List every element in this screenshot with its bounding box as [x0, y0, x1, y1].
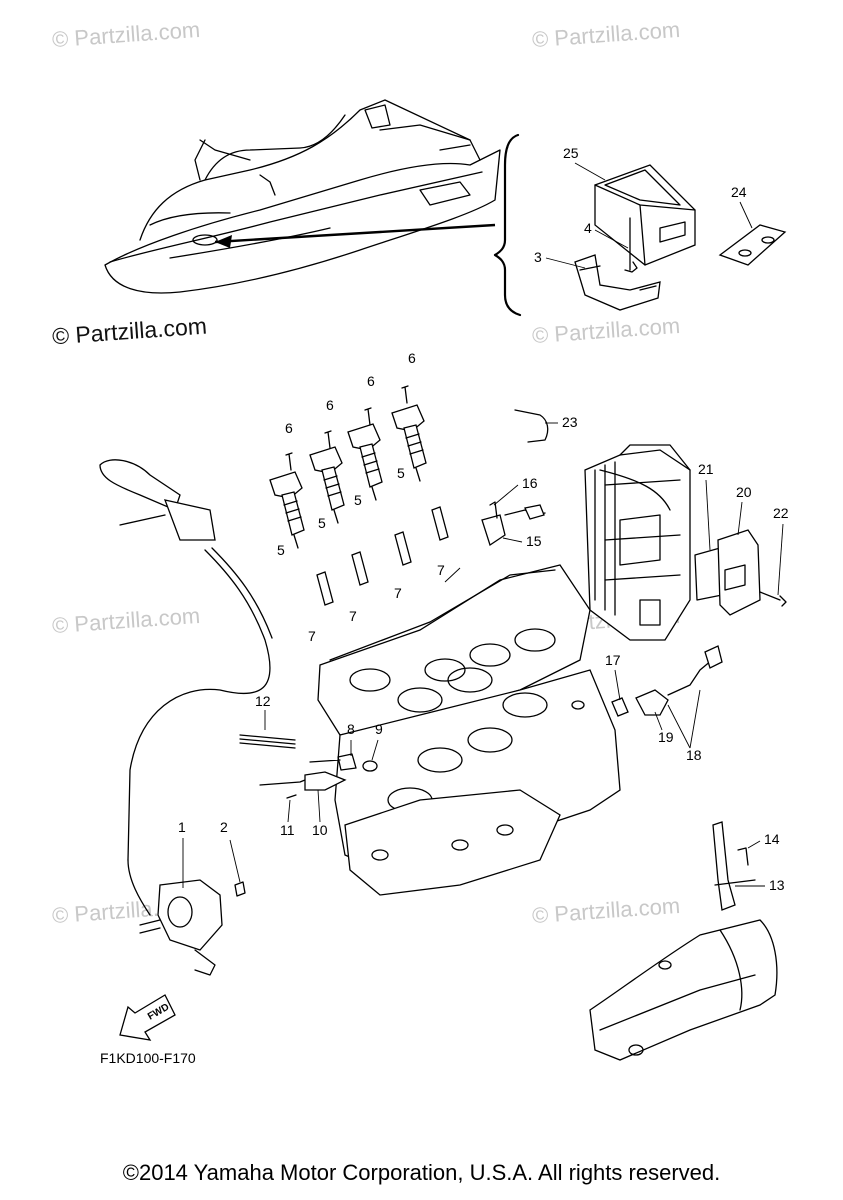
unit-20 [717, 529, 761, 616]
callout-2: 2 [220, 819, 228, 835]
callout-5a: 5 [277, 542, 285, 558]
sensor-13-14 [712, 821, 756, 911]
sensors-8-to-12 [239, 734, 378, 799]
callout-6b: 6 [326, 397, 334, 413]
wire-23 [514, 409, 549, 443]
throttle-body-1 [139, 879, 223, 976]
callout-14: 14 [764, 831, 780, 847]
callout-6d: 6 [408, 350, 416, 366]
callout-17: 17 [605, 652, 621, 668]
callout-4: 4 [584, 220, 592, 236]
ecu-box-assembly [574, 164, 696, 311]
exhaust-manifold [589, 919, 778, 1061]
sensor-17-18-19 [611, 645, 723, 717]
location-arrowhead [215, 235, 232, 248]
callout-10: 10 [312, 822, 328, 838]
callout-24: 24 [731, 184, 747, 200]
callout-15: 15 [526, 533, 542, 549]
callout-6c: 6 [367, 373, 375, 389]
callout-5b: 5 [318, 515, 326, 531]
callout-19: 19 [658, 729, 674, 745]
spark-plugs [316, 506, 449, 606]
engine-control-unit [584, 444, 691, 641]
callout-23: 23 [562, 414, 578, 430]
callout-7a: 7 [308, 628, 316, 644]
group-bracket [493, 133, 522, 317]
callout-5c: 5 [354, 492, 362, 508]
callout-3: 3 [534, 249, 542, 265]
copyright-notice: ©2014 Yamaha Motor Corporation, U.S.A. A… [122, 1160, 721, 1185]
nut-2 [234, 881, 246, 897]
callout-1: 1 [178, 819, 186, 835]
callout-11: 11 [280, 822, 295, 838]
engine-block [317, 564, 621, 896]
key-fob-24 [718, 224, 787, 266]
callout-12: 12 [255, 693, 271, 709]
diagram-code: F1KD100-F170 [100, 1050, 196, 1066]
callout-22: 22 [773, 505, 789, 521]
callout-5d: 5 [397, 465, 405, 481]
sensor-15-16 [481, 501, 546, 547]
callout-7b: 7 [349, 608, 357, 624]
callout-21: 21 [698, 461, 714, 477]
callout-8: 8 [347, 721, 355, 737]
callout-16: 16 [522, 475, 538, 491]
callout-20: 20 [736, 484, 752, 500]
callout-6a: 6 [285, 420, 293, 436]
throttle-grip-cable [99, 459, 273, 916]
callout-9: 9 [375, 721, 383, 737]
ignition-coils [269, 404, 427, 549]
callout-labels: 1 2 3 4 5 5 5 5 6 6 6 6 7 7 7 7 8 9 10 1… [178, 145, 789, 893]
watercraft-illustration [104, 99, 501, 294]
screw-22 [759, 591, 787, 607]
coil-bolts [285, 385, 409, 471]
callout-25: 25 [563, 145, 579, 161]
callout-7c: 7 [394, 585, 402, 601]
callout-7d: 7 [437, 562, 445, 578]
forward-direction-arrow: FWD [119, 994, 176, 1041]
location-arrow-line [214, 223, 496, 244]
callout-13: 13 [769, 877, 785, 893]
callout-18: 18 [686, 747, 702, 763]
